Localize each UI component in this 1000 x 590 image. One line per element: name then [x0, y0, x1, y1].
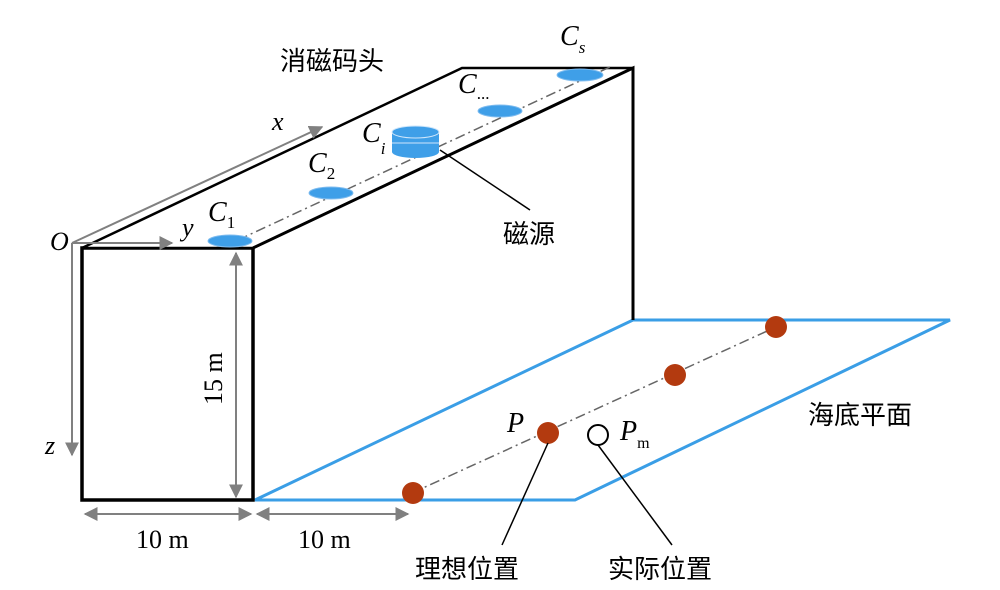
- height-dimension-label: 15 m: [199, 352, 228, 405]
- ideal-position-label: 理想位置: [415, 555, 519, 585]
- source-ci-cylinder: [391, 125, 440, 158]
- y-axis-label: y: [179, 213, 194, 242]
- ideal-leader-line: [501, 442, 549, 546]
- coordinate-axes: [65, 125, 324, 457]
- seabed-center-line: [411, 326, 777, 494]
- p-label: P: [506, 408, 524, 439]
- wharf-label: 消磁码头: [280, 47, 384, 77]
- x-axis-label: x: [271, 107, 284, 136]
- source-c2: [308, 186, 354, 200]
- c1-label: C1: [208, 197, 235, 232]
- point-ideal-p: [537, 422, 559, 444]
- magnetic-source-label: 磁源: [503, 220, 555, 250]
- x-axis: [71, 125, 324, 244]
- actual-leader-line: [597, 444, 673, 546]
- cs-label: Cs: [560, 21, 586, 57]
- actual-position-label: 实际位置: [608, 555, 712, 585]
- point-ideal-3: [664, 364, 686, 386]
- source-cs: [556, 68, 604, 82]
- wharf-side-face: [252, 65, 635, 320]
- ci-label: Ci: [362, 118, 386, 158]
- z-axis-label: z: [44, 431, 55, 460]
- width-dimension-label: 10 m: [136, 525, 189, 554]
- seabed-plane: [254, 318, 951, 502]
- source-cdots: [477, 104, 523, 118]
- pm-label: Pm: [619, 416, 650, 452]
- offset-dimension-label: 10 m: [298, 525, 351, 554]
- seabed-label: 海底平面: [808, 401, 912, 431]
- point-ideal-4: [765, 316, 787, 338]
- c2-label: C2: [308, 148, 335, 183]
- cdots-label: C...: [458, 69, 489, 103]
- point-ideal-1: [402, 482, 424, 504]
- origin-label: O: [50, 227, 69, 256]
- source-c1: [207, 234, 253, 248]
- point-actual-pm: [587, 424, 609, 446]
- source-leader-line: [439, 149, 531, 211]
